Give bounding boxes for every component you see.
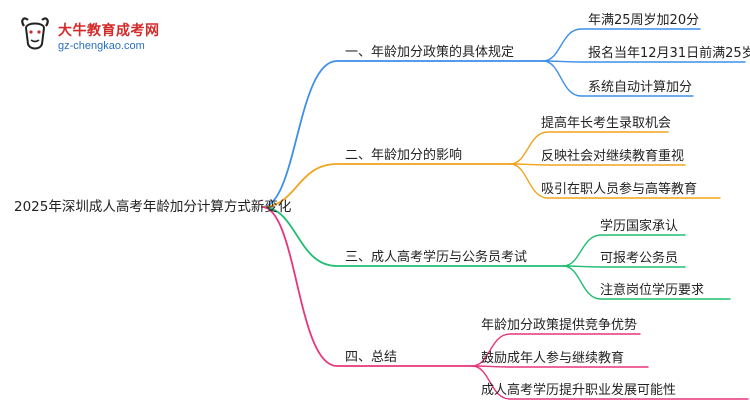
- site-logo: 大牛教育成考网 gz-chengkao.com: [14, 12, 184, 60]
- branch-link-3: [261, 206, 564, 267]
- leaf-topic-4-2: 鼓励成年人参与继续教育: [481, 351, 625, 366]
- leaf-link-4-2: [471, 365, 649, 368]
- leaf-topic-2-3: 吸引在职人员参与高等教育: [541, 182, 698, 197]
- branch-topic-1: 一、年龄加分政策的具体规定: [345, 45, 515, 60]
- root-topic: 2025年深圳成人高考年龄加分计算方式新变化: [14, 199, 292, 215]
- leaf-topic-2-2: 反映社会对继续教育重视: [541, 149, 685, 164]
- leaf-link-1-2: [542, 60, 746, 63]
- bull-logo-icon: [21, 17, 49, 50]
- leaf-link-3-3: [562, 265, 731, 300]
- leaf-link-4-3: [471, 365, 749, 400]
- branch-link-4: [261, 206, 473, 367]
- leaf-topic-3-2: 可报考公务员: [600, 251, 679, 266]
- leaf-topic-4-3: 成人高考学历提升职业发展可能性: [481, 383, 677, 398]
- branch-topic-3: 三、成人高考学历与公务员考试: [345, 250, 528, 265]
- leaf-topic-2-1: 提高年长考生录取机会: [541, 116, 672, 131]
- leaf-link-1-1: [542, 28, 701, 62]
- branch-link-2: [261, 163, 511, 208]
- leaf-link-2-2: [509, 163, 686, 166]
- leaf-topic-1-3: 系统自动计算加分: [588, 80, 693, 95]
- leaf-link-2-3: [509, 163, 721, 199]
- leaf-topic-4-1: 年龄加分政策提供竞争优势: [481, 318, 638, 333]
- branch-topic-2: 二、年龄加分的影响: [345, 148, 463, 163]
- leaf-link-3-1: [562, 234, 686, 267]
- logo-name: 大牛教育成考网: [58, 23, 160, 39]
- leaf-link-2-1: [509, 131, 669, 165]
- leaf-topic-3-3: 注意岗位学历要求: [600, 283, 705, 298]
- leaf-link-3-2: [562, 265, 686, 268]
- branch-topic-4: 四、总结: [345, 350, 398, 365]
- leaf-link-4-1: [471, 333, 641, 367]
- branch-link-1: [261, 60, 544, 208]
- leaf-topic-3-1: 学历国家承认: [600, 219, 679, 234]
- leaf-topic-1-2: 报名当年12月31日前满25岁: [588, 46, 750, 61]
- logo-url: gz-chengkao.com: [58, 40, 145, 52]
- leaf-link-1-3: [542, 60, 694, 97]
- leaf-topic-1-1: 年满25周岁加20分: [588, 13, 700, 28]
